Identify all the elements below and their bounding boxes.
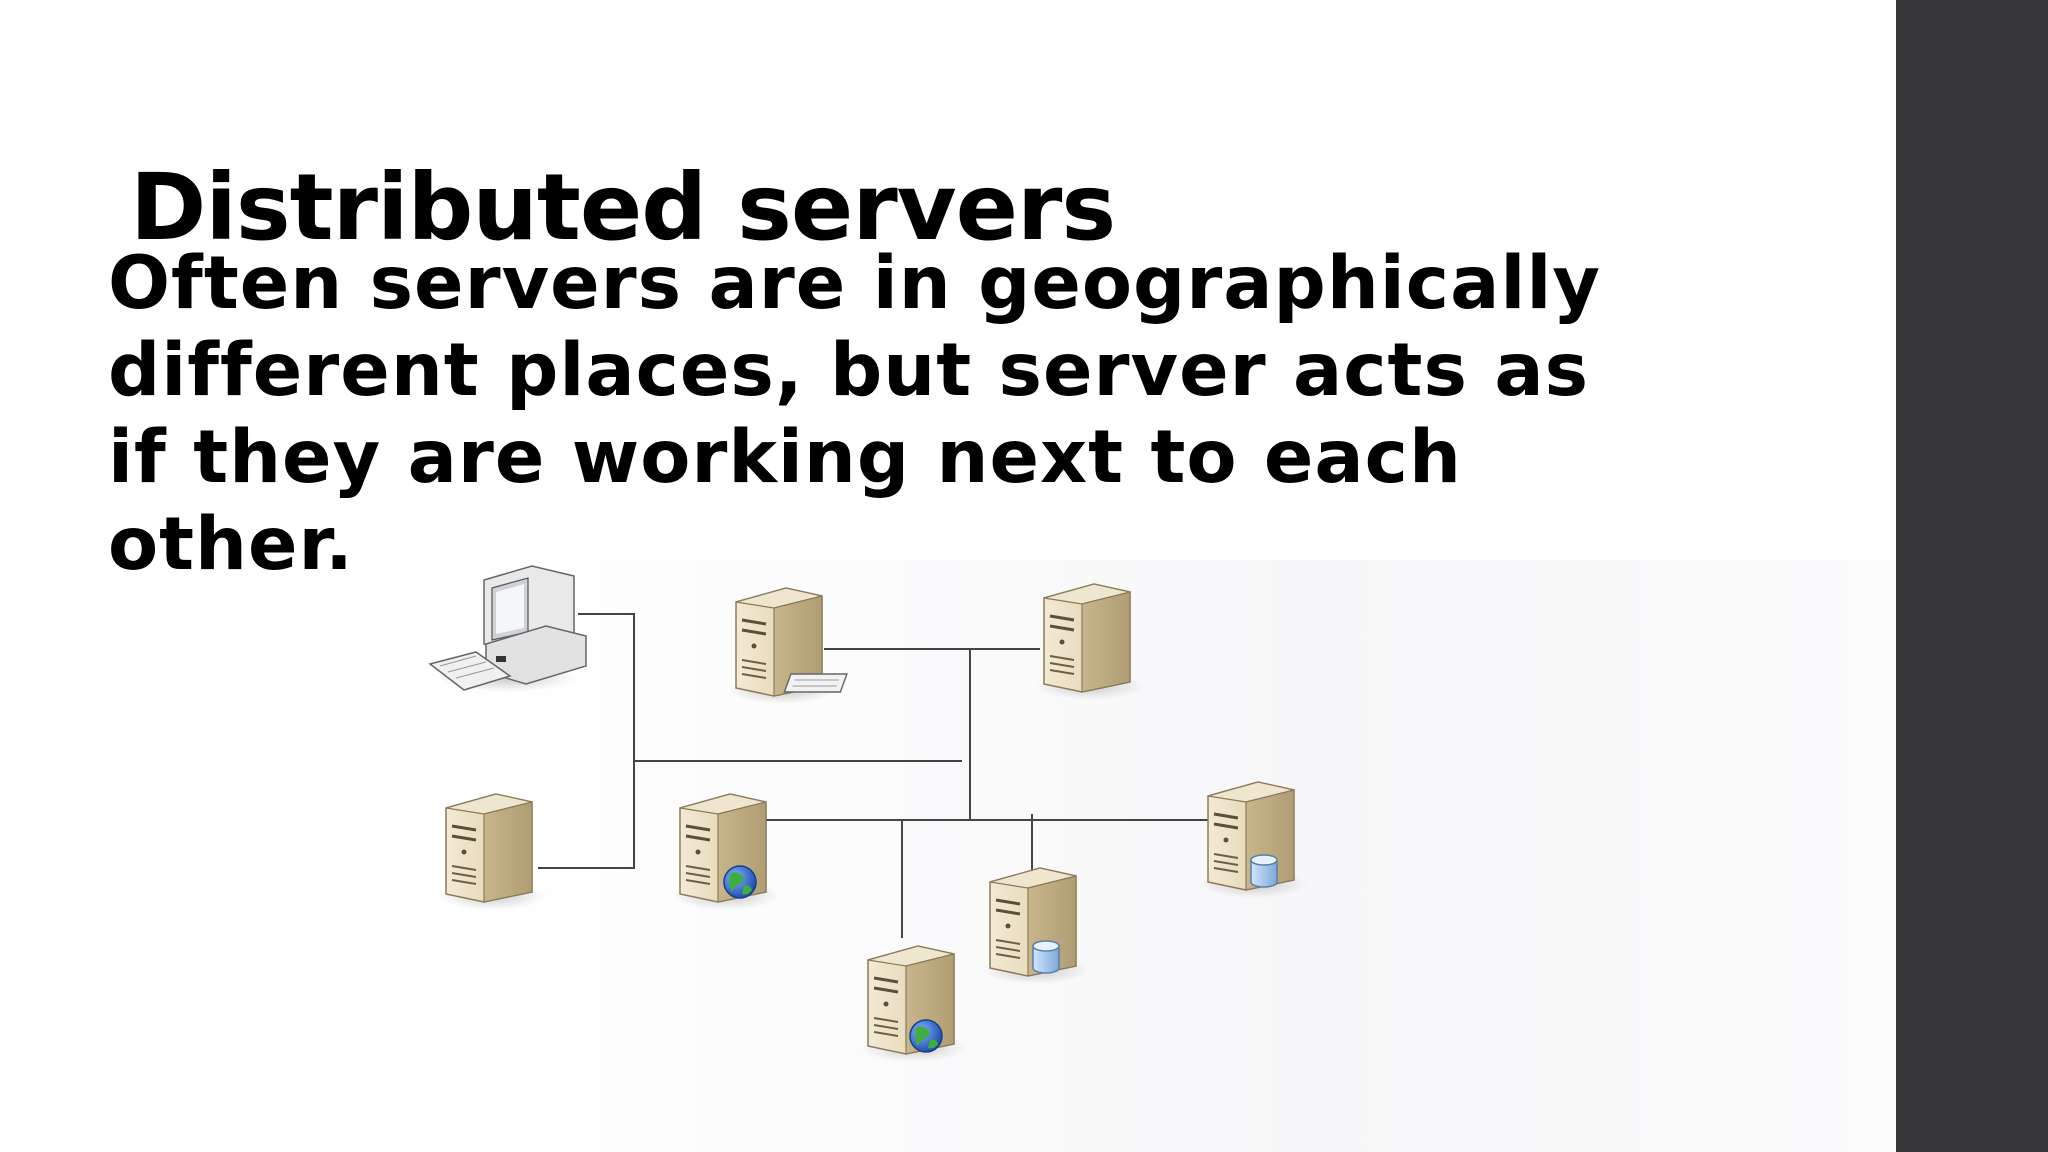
body-line: other. <box>108 502 354 587</box>
server-center-db <box>980 866 1092 986</box>
server-right-db <box>1198 780 1310 900</box>
server-bottom-web <box>858 944 970 1064</box>
keyboard-icon <box>783 673 848 693</box>
server-left <box>436 792 548 912</box>
slide-body: Often servers are in geographically diff… <box>108 240 1601 588</box>
side-bar <box>1896 0 2048 1152</box>
client-workstation <box>428 565 587 692</box>
diagram-background <box>432 560 1896 1152</box>
keyboard-icon <box>428 651 512 691</box>
connector <box>538 613 635 869</box>
server-icon <box>670 792 782 912</box>
slide-title: Distributed servers <box>130 154 1116 261</box>
database-icon <box>1250 854 1278 888</box>
body-line: if they are working next to each <box>108 415 1462 500</box>
globe-icon <box>723 865 757 899</box>
server-icon <box>436 792 548 912</box>
server-top-left <box>726 586 848 706</box>
network-diagram <box>428 565 1310 1064</box>
server-icon <box>1034 582 1146 702</box>
connection-lines <box>538 613 1208 938</box>
server-top-right <box>1034 582 1146 702</box>
body-line: Often servers are in geographically <box>108 241 1601 326</box>
body-line: different places, but server acts as <box>108 328 1590 413</box>
server-middle-web <box>670 792 782 912</box>
globe-icon <box>909 1019 943 1053</box>
database-icon <box>1032 940 1060 974</box>
